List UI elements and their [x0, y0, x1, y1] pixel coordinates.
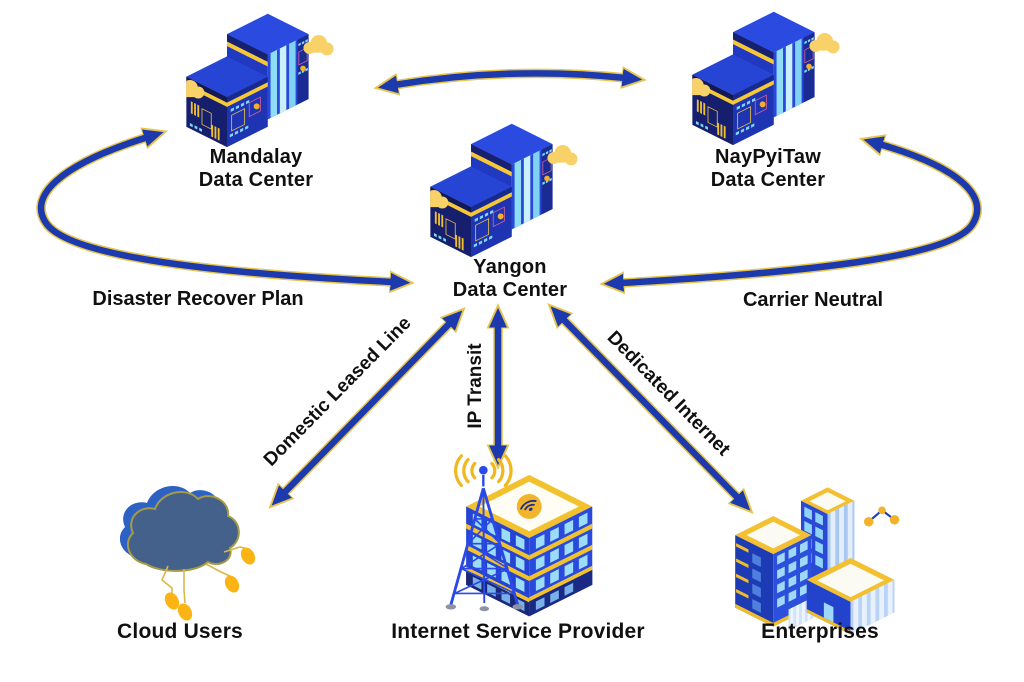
isp-tower-building-icon — [422, 452, 602, 624]
cloud-users-icon — [118, 466, 268, 631]
yangon-type: Data Center — [452, 279, 568, 301]
disaster-recover-plan-label: Disaster Recover Plan — [92, 288, 304, 310]
naypyitaw-type: Data Center — [710, 169, 826, 191]
mandalay-type: Data Center — [198, 169, 314, 191]
mandalay-name: Mandalay — [209, 146, 303, 168]
carrier-neutral-label: Carrier Neutral — [742, 289, 884, 311]
internet-service-provider-label: Internet Service Provider — [391, 620, 645, 643]
mandalay-datacenter-building-icon — [186, 10, 344, 149]
cloud-users-label: Cloud Users — [117, 620, 243, 643]
yangon-datacenter-building-icon — [430, 120, 588, 259]
ip-transit-label: IP Transit — [465, 343, 486, 429]
domestic-leased-line-label: Domestic Leased Line — [259, 312, 416, 471]
yangon-name: Yangon — [473, 256, 547, 278]
naypyitaw-datacenter-building-icon — [692, 8, 850, 147]
mandalay-datacenter-label: Mandalay Data Center — [156, 146, 356, 192]
dedicated-internet-label: Dedicated Internet — [602, 327, 734, 461]
enterprises-buildings-icon — [735, 474, 907, 641]
edge-mandalay-naypyitaw-arrow — [377, 68, 643, 94]
naypyitaw-datacenter-label: NayPyiTaw Data Center — [668, 146, 868, 192]
yangon-datacenter-label: Yangon Data Center — [410, 256, 610, 302]
naypyitaw-name: NayPyiTaw — [715, 146, 821, 168]
edge-mandalay-naypyitaw-arrow — [373, 66, 647, 96]
enterprises-label: Enterprises — [761, 620, 879, 643]
